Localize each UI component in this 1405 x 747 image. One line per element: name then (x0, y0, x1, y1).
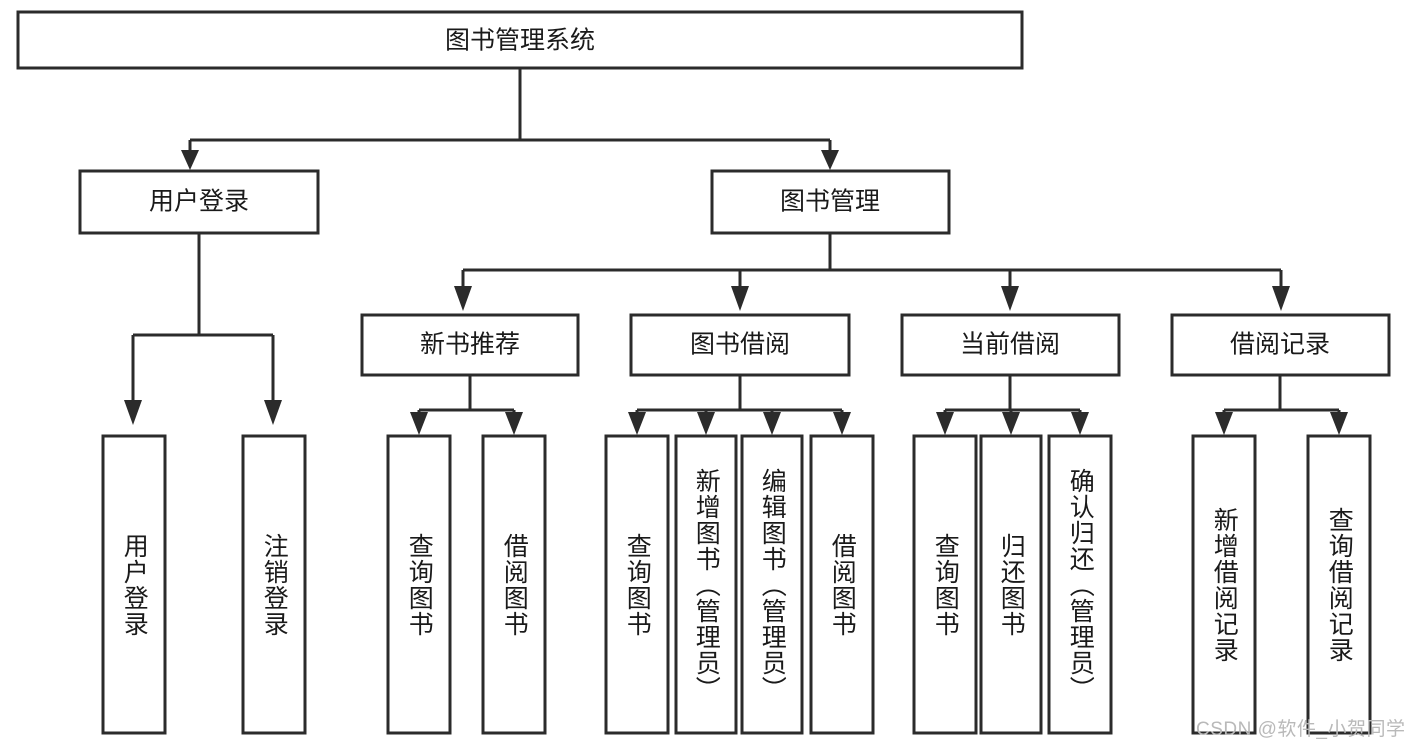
node-borrow-record[interactable]: 借阅记录 (1170, 313, 1391, 377)
node-root-box[interactable] (16, 10, 1024, 70)
node-book-borrow-box[interactable] (629, 313, 851, 377)
arrow-to-leaf-user-login (124, 400, 142, 425)
leaf-box-bb-borrow-book[interactable] (809, 434, 875, 735)
arrow-to-leaf-nb-2 (505, 412, 523, 435)
arrow-to-leaf-cb-1 (936, 412, 954, 435)
arrow-to-leaf-br-1 (1215, 412, 1233, 435)
node-current-borrow[interactable]: 当前借阅 (900, 313, 1121, 377)
arrow-to-borrow-record (1272, 286, 1290, 311)
node-book-manage-label: 图书管理 (780, 188, 880, 216)
leaf-box-br-query-record[interactable] (1306, 434, 1372, 735)
node-current-borrow-box[interactable] (900, 313, 1121, 377)
node-book-borrow-label: 图书借阅 (690, 331, 790, 359)
leaf-box-bb-query-book[interactable] (604, 434, 670, 735)
node-borrow-record-label: 借阅记录 (1230, 331, 1330, 359)
arrow-to-book-borrow (731, 286, 749, 311)
node-root-label: 图书管理系统 (445, 27, 595, 55)
arrow-to-book-manage (821, 150, 839, 170)
arrow-to-leaf-cb-3 (1071, 412, 1089, 435)
node-borrow-record-box[interactable] (1170, 313, 1391, 377)
leaf-box-bb-edit-book[interactable] (740, 434, 804, 735)
leaf-box-cb-return-book[interactable] (979, 434, 1043, 735)
leaf-box-br-add-record[interactable] (1191, 434, 1257, 735)
arrow-to-user-login (181, 150, 199, 170)
arrow-to-leaf-br-2 (1330, 412, 1348, 435)
arrow-to-new-book (454, 286, 472, 311)
arrow-to-current-borrow (1001, 286, 1019, 311)
node-book-manage-box[interactable] (710, 169, 951, 235)
leaf-box-bb-add-book[interactable] (674, 434, 738, 735)
arrow-to-leaf-logout (264, 400, 282, 425)
arrow-to-leaf-nb-1 (410, 412, 428, 435)
node-book-borrow[interactable]: 图书借阅 (629, 313, 851, 377)
node-user-login[interactable]: 用户登录 (78, 169, 320, 235)
leaf-box-user-login[interactable] (101, 434, 167, 735)
arrow-to-leaf-bb-4 (833, 412, 851, 435)
node-new-book-box[interactable] (360, 313, 580, 377)
arrow-to-leaf-bb-2 (697, 412, 715, 435)
arrow-to-leaf-bb-1 (628, 412, 646, 435)
csdn-watermark: CSDN @软件_小贺同学 (1196, 719, 1405, 740)
leaf-box-cb-query-book[interactable] (912, 434, 978, 735)
node-current-borrow-label: 当前借阅 (960, 331, 1060, 359)
node-book-manage[interactable]: 图书管理 (710, 169, 951, 235)
leaf-box-nb-query-book[interactable] (386, 434, 452, 735)
leaf-box-cb-confirm-return[interactable] (1047, 434, 1113, 735)
leaf-box-logout[interactable] (241, 434, 307, 735)
node-new-book-label: 新书推荐 (420, 331, 520, 359)
node-new-book[interactable]: 新书推荐 (360, 313, 580, 377)
leaf-box-nb-borrow-book[interactable] (481, 434, 547, 735)
arrow-to-leaf-bb-3 (763, 412, 781, 435)
node-user-login-label: 用户登录 (149, 188, 249, 216)
arrow-to-leaf-cb-2 (1002, 412, 1020, 435)
node-root[interactable]: 图书管理系统 (16, 10, 1024, 70)
